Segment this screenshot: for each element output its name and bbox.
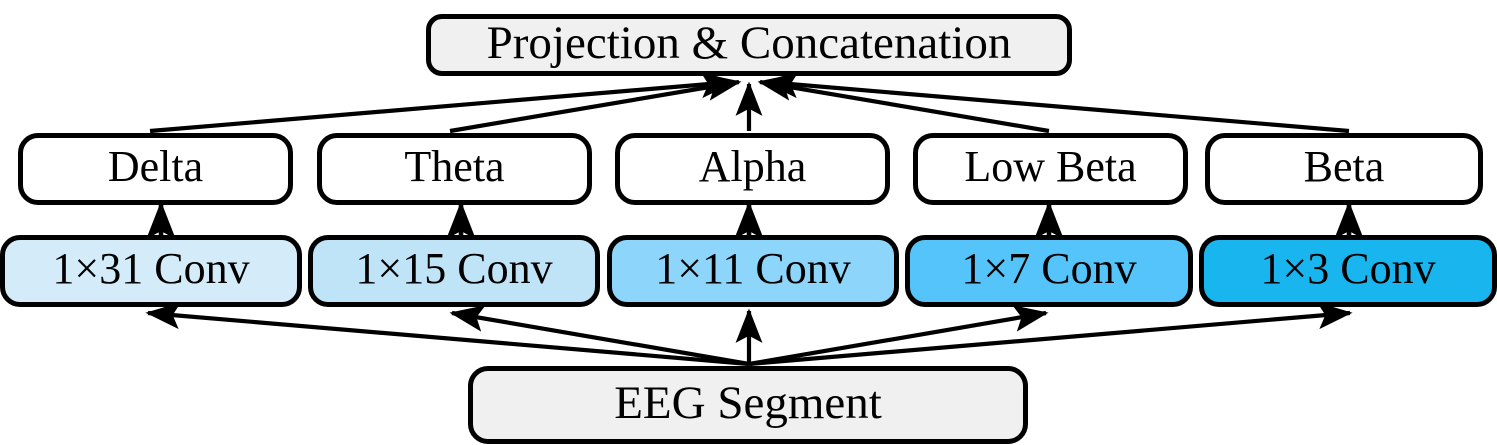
arrow-source-to-conv15	[449, 305, 750, 367]
band-label-delta: Delta	[107, 142, 204, 191]
conv-box-1x31: 1×31 Conv	[0, 235, 302, 307]
band-label-alpha: Alpha	[698, 142, 807, 191]
arrow-theta-to-projection	[449, 74, 742, 134]
band-box-low-beta: Low Beta	[913, 133, 1188, 205]
arrow-source-to-conv3	[748, 302, 1353, 367]
source-to-conv-arrows	[145, 302, 1353, 367]
conv-label-1x7: 1×7 Conv	[961, 244, 1137, 293]
arrow-source-to-conv31	[145, 302, 750, 367]
arrow-beta-to-projection	[763, 71, 1350, 134]
arrow-source-to-conv7	[748, 305, 1049, 367]
conv-box-1x3: 1×3 Conv	[1199, 235, 1497, 307]
band-box-beta: Beta	[1205, 133, 1483, 205]
conv-box-1x7: 1×7 Conv	[905, 235, 1193, 307]
conv-label-1x31: 1×31 Conv	[52, 244, 250, 293]
band-label-beta: Beta	[1303, 142, 1385, 191]
band-box-alpha: Alpha	[615, 133, 890, 205]
conv-label-1x11: 1×11 Conv	[655, 244, 851, 293]
band-box-theta: Theta	[317, 133, 592, 205]
band-to-projection-arrows	[149, 71, 1350, 134]
conv-to-band-arrows	[146, 201, 1364, 239]
arrow-lowbeta-to-projection	[757, 74, 1050, 134]
projection-concatenation-box: Projection & Concatenation	[426, 14, 1072, 76]
arrow-delta-to-projection	[149, 71, 736, 134]
eeg-segment-label: EEG Segment	[614, 376, 882, 429]
eeg-segment-box: EEG Segment	[468, 366, 1028, 444]
conv-label-1x3: 1×3 Conv	[1260, 244, 1436, 293]
band-label-theta: Theta	[404, 142, 505, 191]
conv-box-1x15: 1×15 Conv	[308, 235, 600, 307]
conv-label-1x15: 1×15 Conv	[355, 244, 553, 293]
conv-box-1x11: 1×11 Conv	[607, 235, 899, 307]
projection-concatenation-label: Projection & Concatenation	[486, 16, 1012, 69]
band-box-delta: Delta	[18, 133, 293, 205]
band-label-low-beta: Low Beta	[964, 142, 1137, 191]
